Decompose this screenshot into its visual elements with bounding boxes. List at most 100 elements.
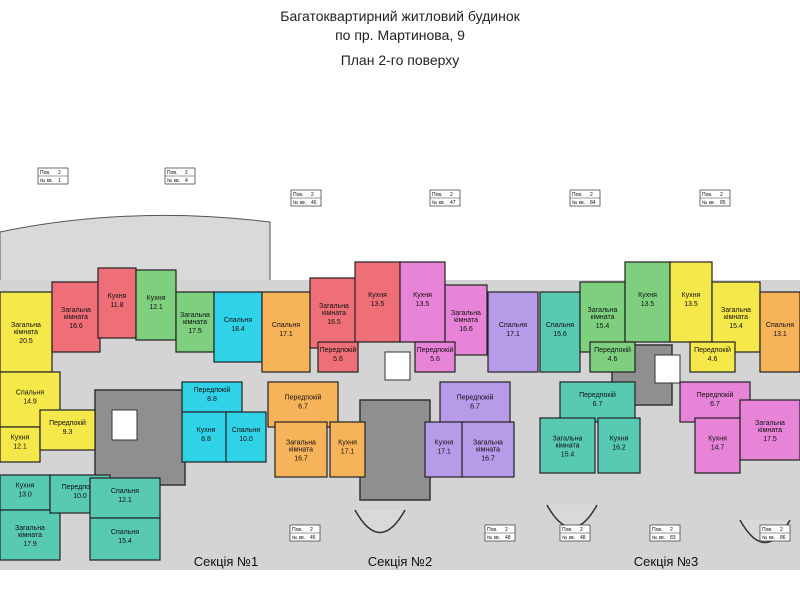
apartment-label: № кв.: [292, 535, 305, 541]
room-42-label: кімната: [555, 442, 579, 450]
apartment-label: № кв.: [40, 178, 53, 184]
room-44-label: кімната: [758, 426, 782, 434]
room-17: [89, 517, 161, 561]
floor-value: 2: [505, 527, 508, 533]
room-21-area: 13.5: [416, 301, 430, 308]
room-44: [739, 399, 800, 461]
room-3: [97, 267, 137, 339]
room-28-area: 16.7: [294, 456, 308, 463]
room-32: [539, 291, 581, 373]
room-41-label: Передпокій: [697, 391, 734, 399]
room-32-area: 15.6: [553, 331, 567, 338]
room-38-area: 4.6: [608, 356, 618, 363]
apartment-label: № кв.: [432, 200, 445, 206]
room-39-area: 4.6: [708, 356, 718, 363]
room-9-label: Передпокій: [49, 419, 86, 427]
room-16-label: Спальня: [111, 488, 139, 495]
floor-label: Пов.: [652, 527, 662, 533]
room-10-label: Передпокій: [194, 386, 231, 394]
room-21-label: Кухня: [413, 292, 432, 299]
room-11-label: Кухня: [197, 427, 216, 434]
lift-shaft-1: [111, 409, 138, 441]
room-30-label: Кухня: [435, 440, 454, 447]
room-1-area: 20.5: [19, 338, 33, 345]
apartment-number: 85: [720, 200, 726, 206]
lift-shaft-2: [384, 351, 411, 381]
apartment-number: 1: [58, 178, 61, 184]
room-28-label: кімната: [289, 446, 313, 454]
room-5-area: 17.5: [188, 328, 202, 335]
room-12-area: 10.0: [239, 436, 253, 443]
room-31: [461, 421, 515, 478]
room-19-label: кімната: [322, 309, 346, 317]
room-29: [329, 421, 366, 478]
room-19-area: 16.5: [327, 319, 341, 326]
room-30: [424, 421, 464, 478]
apartment-number: 84: [590, 200, 596, 206]
room-45: [694, 417, 741, 474]
room-4-area: 12.1: [149, 304, 163, 311]
room-12-label: Спальня: [232, 427, 260, 434]
apartment-number: 46: [311, 200, 317, 206]
apartment-number: 83: [670, 535, 676, 541]
room-37: [759, 291, 800, 373]
room-1-label: Загальна: [11, 322, 41, 329]
room-37-area: 13.1: [773, 331, 787, 338]
room-41-area: 6.7: [710, 401, 720, 408]
room-43-area: 16.2: [612, 445, 626, 452]
room-20-label: Кухня: [368, 292, 387, 299]
room-24-area: 5.6: [333, 356, 343, 363]
room-22: [444, 284, 488, 356]
room-18: [261, 291, 311, 373]
room-8-label: Кухня: [11, 435, 30, 442]
room-29-label: Кухня: [338, 440, 357, 447]
room-34-label: Кухня: [638, 292, 657, 299]
glazed-balcony-area: [0, 214, 271, 291]
floor-value: 2: [590, 192, 593, 198]
room-14-label: Загальна: [15, 525, 45, 532]
room-4: [135, 269, 177, 341]
room-28-label: Загальна: [286, 440, 316, 447]
room-17-area: 15.4: [118, 538, 132, 545]
floor-value: 2: [58, 170, 61, 176]
room-11: [181, 411, 231, 463]
apartment-label: № кв.: [562, 535, 575, 541]
room-7-label: Спальня: [16, 390, 44, 397]
room-34: [624, 261, 671, 343]
room-35-area: 13.5: [684, 301, 698, 308]
room-19: [309, 277, 359, 349]
room-37-label: Спальня: [766, 322, 794, 329]
room-45-label: Кухня: [708, 436, 727, 443]
room-30-area: 17.1: [437, 449, 451, 456]
room-3-label: Кухня: [108, 293, 127, 300]
apartment-number: 48: [505, 535, 511, 541]
room-10-area: 8.8: [207, 396, 217, 403]
room-16-area: 12.1: [118, 497, 132, 504]
bay-window-1: [354, 509, 406, 534]
building-address: по пр. Мартинова, 9: [335, 27, 465, 43]
apartment-label: № кв.: [762, 535, 775, 541]
room-2-area: 16.6: [69, 323, 83, 330]
room-25-area: 5.6: [430, 356, 440, 363]
floor-label: Пов.: [292, 527, 302, 533]
room-32-label: Спальня: [546, 322, 574, 329]
room-42: [539, 417, 596, 474]
room-23: [487, 291, 539, 373]
room-16: [89, 477, 161, 519]
room-19-label: Загальна: [319, 303, 349, 310]
floor-label: Пов.: [572, 192, 582, 198]
room-26: [267, 381, 339, 428]
apartment-number: 86: [780, 535, 786, 541]
floor-label: Пов.: [432, 192, 442, 198]
room-3-area: 11.8: [110, 302, 123, 309]
floor-value: 2: [780, 527, 783, 533]
room-25: [414, 341, 456, 373]
floor-label: Пов.: [293, 192, 303, 198]
floor-value: 2: [450, 192, 453, 198]
floor-plan-title: План 2-го поверху: [340, 52, 460, 68]
floor-value: 2: [580, 527, 583, 533]
apartment-label: № кв.: [293, 200, 306, 206]
room-34-area: 13.5: [641, 301, 655, 308]
room-27-label: Передпокій: [457, 394, 494, 402]
section-label-1: Секція №1: [194, 554, 258, 569]
